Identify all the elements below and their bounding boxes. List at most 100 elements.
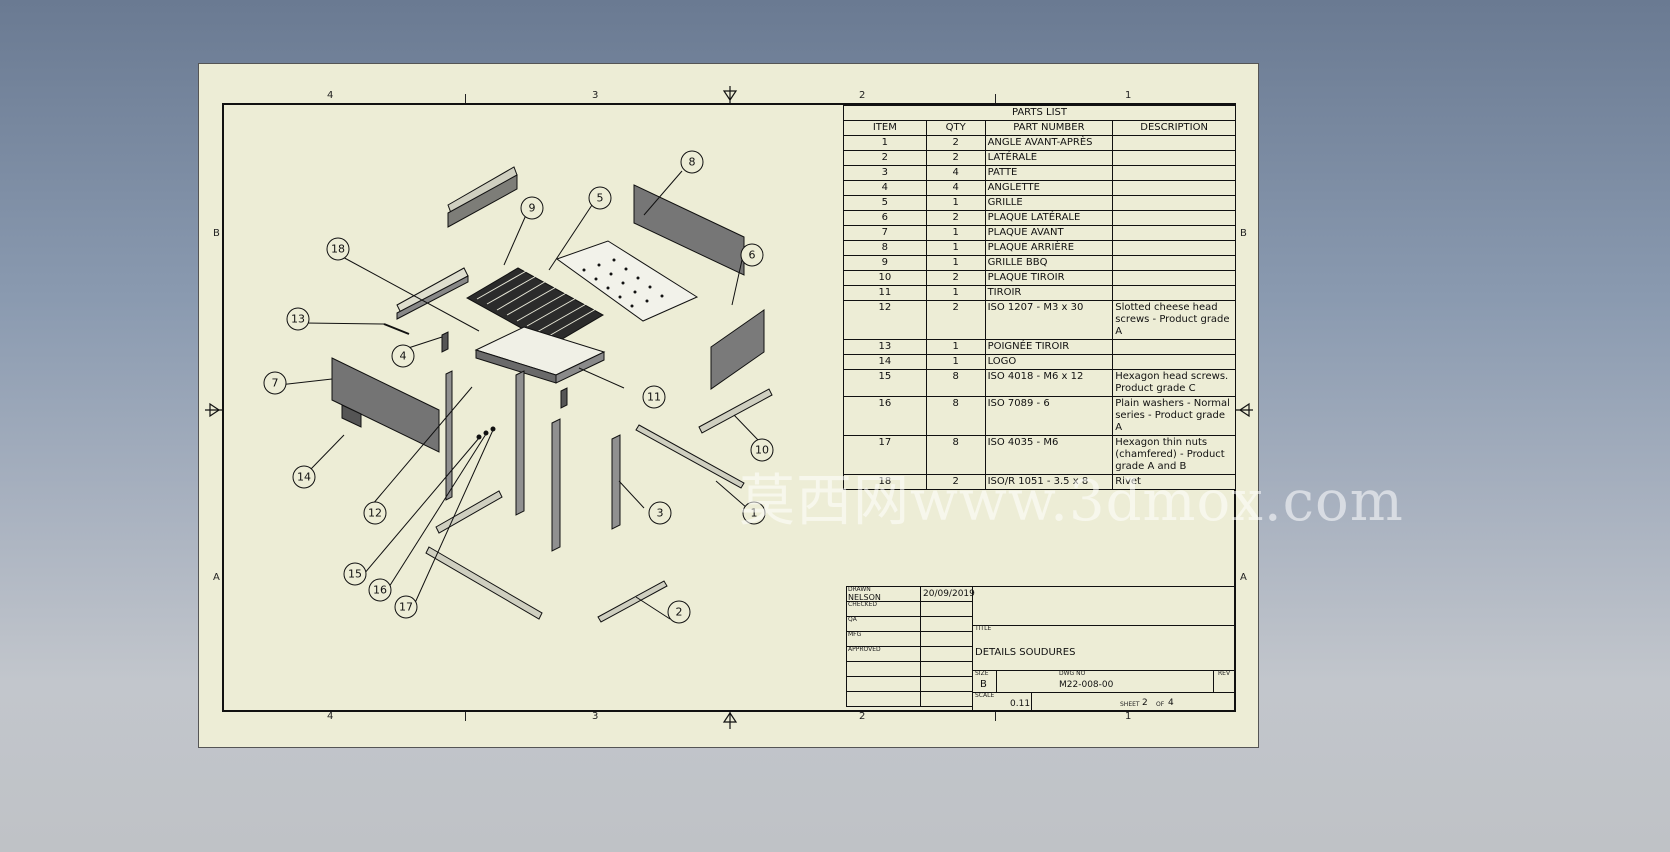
tb-sheet-no: 2 bbox=[1142, 698, 1148, 708]
centering-marks bbox=[205, 86, 1253, 729]
parts-part-number-cell: GRILLE bbox=[984, 195, 1114, 211]
parts-qty-cell: 2 bbox=[925, 270, 986, 286]
balloon-label: 11 bbox=[647, 391, 661, 404]
tb-size: B bbox=[980, 679, 987, 690]
parts-item-cell: 5 bbox=[843, 195, 927, 211]
parts-description-cell bbox=[1112, 225, 1236, 241]
title-block: DRAWN NELSON 20/09/2019 CHECKED QA MFG A… bbox=[846, 586, 1236, 712]
parts-description-cell bbox=[1112, 339, 1236, 355]
balloon-8 bbox=[680, 150, 704, 174]
header-description: DESCRIPTION bbox=[1112, 120, 1236, 136]
parts-part-number-cell: ISO 4018 - M6 x 12 bbox=[984, 369, 1114, 397]
parts-item-cell: 4 bbox=[843, 180, 927, 196]
balloon-14 bbox=[292, 465, 316, 489]
tb-mfg-label: MFG bbox=[848, 631, 862, 638]
parts-list-title-row: PARTS LIST bbox=[843, 105, 1236, 121]
parts-part-number-cell: PATTE bbox=[984, 165, 1114, 181]
parts-part-number-cell: LOGO bbox=[984, 354, 1114, 370]
parts-qty-cell: 1 bbox=[925, 285, 986, 301]
parts-description-cell: Slotted cheese head screws - Product gra… bbox=[1112, 300, 1236, 340]
zone-label-bottom-3: 3 bbox=[592, 711, 599, 722]
tb-scale: 0.11 bbox=[1010, 699, 1031, 709]
parts-part-number-cell: ISO 7089 - 6 bbox=[984, 396, 1114, 436]
parts-qty-cell: 2 bbox=[925, 210, 986, 226]
zone-label-bottom-2: 2 bbox=[859, 711, 866, 722]
tb-blank-cell bbox=[846, 691, 921, 707]
parts-qty-cell: 2 bbox=[925, 135, 986, 151]
parts-part-number-cell: ISO 1207 - M3 x 30 bbox=[984, 300, 1114, 340]
balloon-10 bbox=[750, 438, 774, 462]
zone-label-top-3: 3 bbox=[592, 90, 599, 101]
balloon-label: 5 bbox=[597, 192, 604, 205]
parts-item-cell: 10 bbox=[843, 270, 927, 286]
tb-sheet-cell bbox=[1031, 692, 1236, 712]
parts-description-cell: Plain washers - Normal series - Product … bbox=[1112, 396, 1236, 436]
parts-item-cell: 2 bbox=[843, 150, 927, 166]
parts-list-header-row: ITEM QTY PART NUMBER DESCRIPTION bbox=[843, 120, 1236, 136]
zone-label-top-4: 4 bbox=[327, 90, 334, 101]
exploded-view: 8 9 5 18 6 13 4 7 11 10 14 12 3 1 15 16 … bbox=[263, 150, 774, 624]
balloon-11 bbox=[642, 385, 666, 409]
tb-blank-cell bbox=[920, 661, 973, 677]
balloon-15 bbox=[343, 562, 367, 586]
tb-date: 20/09/2019 bbox=[923, 589, 975, 599]
parts-item-cell: 8 bbox=[843, 240, 927, 256]
parts-description-cell: Hexagon head screws. Product grade C bbox=[1112, 369, 1236, 397]
parts-qty-cell: 4 bbox=[925, 180, 986, 196]
parts-qty-cell: 1 bbox=[925, 339, 986, 355]
parts-description-cell bbox=[1112, 210, 1236, 226]
parts-item-cell: 14 bbox=[843, 354, 927, 370]
balloon-label: 7 bbox=[272, 377, 279, 390]
parts-part-number-cell: PLAQUE TIROIR bbox=[984, 270, 1114, 286]
parts-description-cell bbox=[1112, 354, 1236, 370]
balloon-label: 2 bbox=[676, 606, 683, 619]
parts-qty-cell: 2 bbox=[925, 150, 986, 166]
balloon-5 bbox=[588, 186, 612, 210]
zone-label-top-1: 1 bbox=[1125, 90, 1132, 101]
tb-rev-label: REV bbox=[1218, 670, 1231, 677]
parts-item-cell: 3 bbox=[843, 165, 927, 181]
balloon-18 bbox=[326, 237, 350, 261]
parts-description-cell: Rivet bbox=[1112, 474, 1236, 490]
balloon-label: 4 bbox=[400, 350, 407, 363]
parts-qty-cell: 1 bbox=[925, 195, 986, 211]
tb-approved-label: APPROVED bbox=[848, 646, 881, 653]
balloon-13 bbox=[286, 307, 310, 331]
tb-mfg-date-cell bbox=[920, 631, 973, 647]
zone-label-left-b: B bbox=[213, 228, 220, 239]
parts-qty-cell: 1 bbox=[925, 240, 986, 256]
parts-description-cell bbox=[1112, 180, 1236, 196]
balloon-2 bbox=[667, 600, 691, 624]
drawing-sheet: 4 3 2 1 4 3 2 1 B A B A bbox=[198, 63, 1403, 748]
balloon-16 bbox=[368, 578, 392, 602]
balloon-label: 1 bbox=[751, 507, 758, 520]
parts-item-cell: 13 bbox=[843, 339, 927, 355]
parts-description-cell bbox=[1112, 135, 1236, 151]
zone-label-top-2: 2 bbox=[859, 90, 866, 101]
balloon-label: 14 bbox=[297, 471, 311, 484]
tb-drawn-by: NELSON bbox=[848, 593, 881, 602]
parts-description-cell bbox=[1112, 240, 1236, 256]
zone-tick bbox=[995, 712, 996, 721]
tb-sheet-label: SHEET bbox=[1120, 701, 1140, 708]
balloon-17 bbox=[394, 595, 418, 619]
header-item: ITEM bbox=[843, 120, 927, 136]
tb-size-label: SIZE bbox=[975, 670, 989, 677]
parts-part-number-cell: TIROIR bbox=[984, 285, 1114, 301]
parts-item-cell: 7 bbox=[843, 225, 927, 241]
tb-scale-label: SCALE bbox=[975, 692, 995, 699]
balloon-6 bbox=[740, 243, 764, 267]
watermark-text: 莫西网www.3dmox.com bbox=[739, 469, 1404, 534]
